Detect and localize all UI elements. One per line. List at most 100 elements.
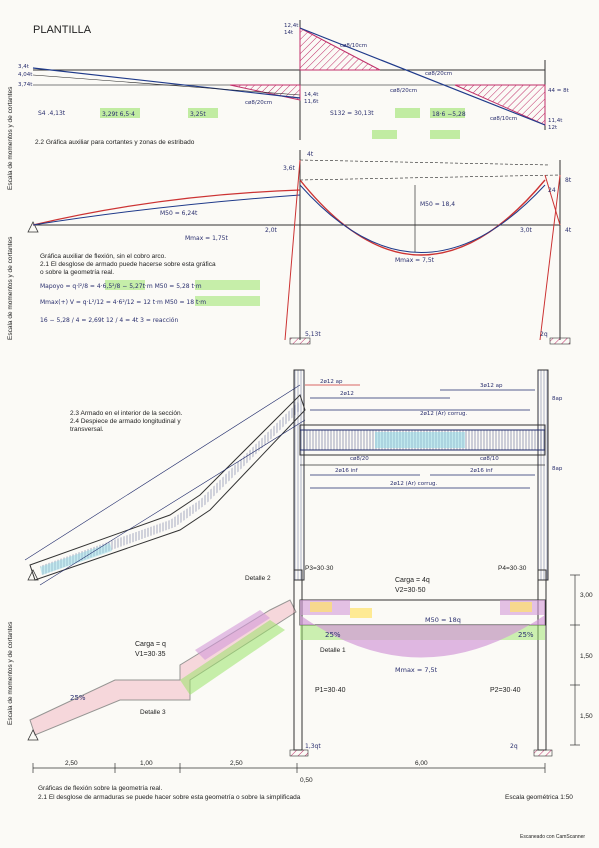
base-support-right — [549, 337, 571, 345]
rebar-stair-bar-1 — [24, 384, 301, 561]
final-pct-1: 25% — [325, 631, 341, 639]
scanner-stamp: Escaneado con CamScanner — [520, 834, 585, 840]
final-column-left — [293, 569, 303, 751]
base-support-left — [289, 337, 311, 345]
rebar-label-top1: 2ø12 ap — [320, 379, 343, 385]
shear-line-left — [32, 67, 301, 99]
shear-label-right-bot: 11,4t — [548, 118, 563, 124]
final-highlight-2 — [510, 602, 532, 612]
final-stair-slab — [29, 599, 297, 736]
label-p1: P1=30·40 — [315, 687, 346, 694]
dim-250b: 2,50 — [230, 760, 243, 767]
shear-label-left-bot: 3,74t — [18, 82, 33, 88]
rebar-stair-stirrups — [40, 402, 300, 575]
rebar-stair-bar-2 — [39, 419, 306, 586]
final-diagram: Detalle 2 Detalle 1 Detalle 3 Carga = 4q… — [7, 565, 593, 784]
rebar-label-stir2: cø8/10 — [480, 456, 499, 462]
side-label-final: Escala de momentos y de cortantes — [7, 621, 14, 725]
rebar-left-support-icon — [27, 569, 39, 581]
moment-right-end — [544, 174, 561, 226]
final-pct-3: 25% — [70, 694, 86, 702]
moment-val-8t: 8t — [565, 177, 572, 184]
label-p3: P3=30·30 — [305, 565, 334, 572]
label-carga-left: Carga = q — [135, 641, 166, 648]
stirrup-label-4: cø8/20cm — [245, 100, 272, 106]
rebar-column-right-stirrups — [538, 370, 548, 580]
rebar-label-bot1: 2ø16 inf — [335, 468, 359, 474]
final-base-left — [289, 749, 309, 757]
rebar-label-side1: 8ap — [552, 396, 563, 402]
label-v1: V1=30·35 — [135, 651, 166, 658]
moment-label-neg: Mmax = 1,75t — [185, 235, 228, 242]
rebar-label-stir1: cø8/20 — [350, 456, 369, 462]
rebar-note-2: 2.4 Despiece de armado longitudinal y — [70, 418, 181, 425]
rebar-label-bot3: 2ø16 inf — [470, 468, 494, 474]
rebar-beam-highlight — [375, 432, 465, 448]
final-pct-2: 25% — [518, 631, 534, 639]
final-left-support-icon — [27, 729, 39, 741]
shear-calc-5: 18·6 −5,28 — [432, 111, 466, 118]
shear-label-center-top: 12,4t — [284, 23, 299, 29]
shear-label-right-val: 44 = 8t — [548, 88, 570, 94]
label-p4: P4=30·30 — [498, 565, 527, 572]
rebar-label-top4: 3ø12 ap — [480, 383, 503, 389]
moment-curve-center — [299, 179, 546, 256]
shear-calc-highlight-3 — [395, 108, 420, 118]
rebar-label-top2: 2ø12 (Ar) corrug. — [420, 411, 467, 417]
moment-note-2: 2.1 El desglose de armado puede hacerse … — [40, 261, 216, 268]
section-shear-caption: 2.2 Gráfica auxiliar para cortantes y zo… — [35, 139, 195, 146]
moment-calc-highlight-1 — [105, 280, 145, 290]
final-reaction-left: 1,3qt — [305, 743, 321, 750]
moment-curve-left-ref — [32, 194, 301, 226]
stirrup-label-3: cø8/20cm — [390, 88, 417, 94]
shear-calc-highlight-5 — [372, 130, 397, 139]
moment-calc-3: 16 − 5,28 / 4 = 2,69t 12 / 4 = 4t 3 = re… — [40, 317, 178, 324]
footer-note-2: 2.1 El desglose de armaduras se puede ha… — [38, 794, 301, 801]
final-stair-purple — [195, 610, 270, 660]
dim-050: 0,50 — [300, 777, 313, 784]
moment-note-3: o sobre la geometría real. — [40, 269, 114, 276]
moment-note-1: Gráfica auxiliar de flexión, sin el cobr… — [40, 253, 166, 260]
shear-label-right-bot2: 12t — [548, 125, 558, 131]
moment-calc-1: Mapoyo = q·l²/8 = 4·6,5²/8 − 5,27t·m M50… — [40, 283, 202, 290]
footer-note-1: Gráficas de flexión sobre la geometría r… — [38, 785, 162, 792]
moment-calc-highlight-3 — [195, 296, 260, 306]
shear-diagram: 3,4t 4,04t 3,74t 12,4t 14t 14,4t 11,6t 1… — [7, 20, 570, 190]
moment-val-4t: 4t — [307, 151, 314, 158]
dim-100: 1,00 — [140, 760, 153, 767]
title: PLANTILLA — [33, 24, 92, 36]
final-moment-max: Mmax = 7,5t — [395, 666, 438, 674]
moment-left-support: 3,6t — [283, 165, 296, 172]
column-moment-right — [539, 174, 561, 341]
dim-300: 3,00 — [580, 592, 593, 599]
left-support-icon — [27, 221, 39, 233]
label-detalle-1: Detalle 1 — [320, 647, 346, 654]
rebar-note-1: 2.3 Armado en el interior de la sección. — [70, 410, 183, 417]
dim-150b: 1,50 — [580, 713, 593, 720]
shear-line-ref — [32, 74, 301, 96]
final-highlight-1 — [310, 602, 332, 612]
side-label-moment: Escala de momentos y de cortantes — [7, 236, 14, 340]
dim-250a: 2,50 — [65, 760, 78, 767]
final-stair-green — [180, 620, 285, 695]
moment-label-center: M50 = 18,4 — [420, 201, 455, 208]
final-highlight-3 — [350, 608, 372, 618]
moment-closing-line — [299, 159, 551, 166]
moment-calc-highlight-2 — [195, 280, 260, 290]
final-moment-center: M50 = 18q — [425, 616, 461, 624]
stirrup-label-1: cø8/10cm — [340, 43, 367, 49]
shear-calc-highlight-4 — [430, 108, 465, 118]
shear-line-right — [299, 27, 546, 126]
shear-positive-region — [299, 27, 381, 71]
rebar-diagram: 2ø12 ap 2ø12 (Ar) corrug. 2ø12 3ø12 ap 2… — [24, 369, 563, 586]
dim-600: 6,00 — [415, 760, 428, 767]
rebar-label-bot2: 2ø12 (Ar) corrug. — [390, 481, 437, 487]
shear-negative-region — [454, 84, 546, 126]
stirrup-label-2: cø8/20cm — [425, 71, 452, 77]
moment-curve-left — [32, 189, 301, 226]
shear-label-center-bot2: 11,6t — [304, 99, 319, 105]
moment-curve-center-ref — [299, 184, 546, 253]
moment-closing-line-2 — [299, 174, 561, 181]
label-carga-top: Carga = 4q — [395, 577, 430, 584]
